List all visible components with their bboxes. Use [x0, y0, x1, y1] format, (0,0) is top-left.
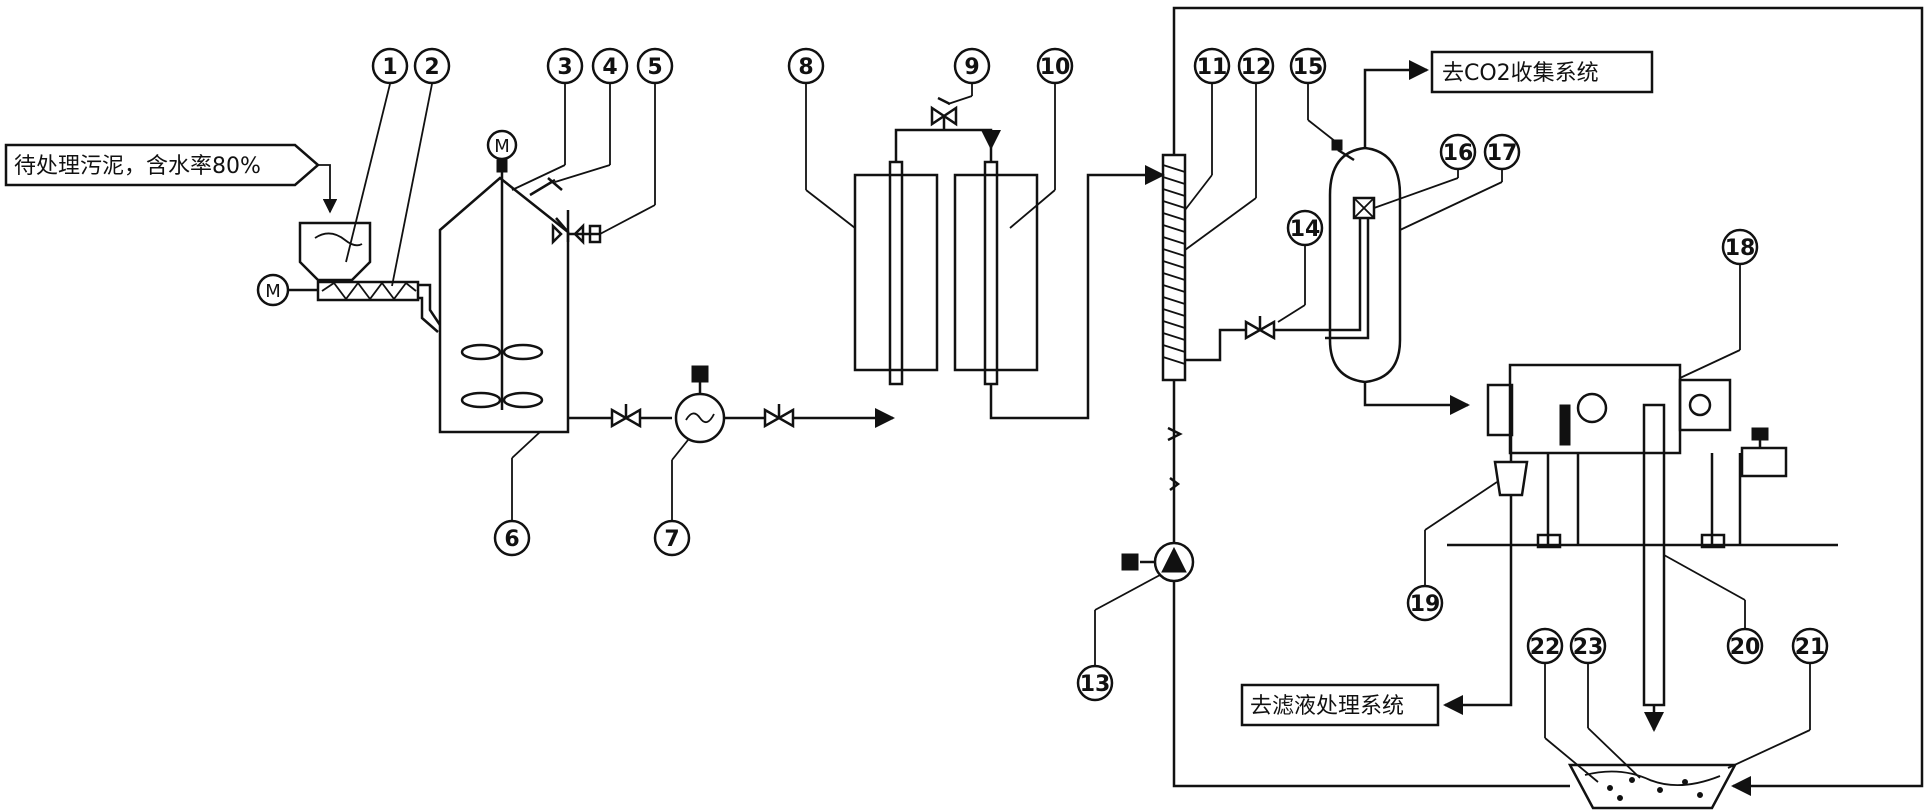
input-sludge-label-box: 待处理污泥，含水率80%	[4, 143, 320, 187]
svg-text:18: 18	[1725, 236, 1756, 261]
svg-text:16: 16	[1443, 141, 1474, 166]
svg-text:20: 20	[1730, 635, 1761, 660]
balloon-1: 1	[345, 47, 409, 263]
balloon-3: 3	[511, 47, 584, 191]
agitator-motor-label: M	[494, 136, 510, 157]
svg-text:4: 4	[602, 55, 617, 80]
svg-text:17: 17	[1487, 141, 1518, 166]
co2-label-box: 去CO2收集系统	[1430, 50, 1654, 94]
balloon-21: 21	[1727, 627, 1829, 769]
svg-text:11: 11	[1197, 55, 1228, 80]
balloon-13: 13	[1076, 574, 1161, 702]
balloon-6: 6	[493, 431, 541, 557]
heat-exchanger	[674, 365, 726, 444]
balloon-2: 2	[391, 47, 451, 287]
balloon-19: 19	[1406, 481, 1498, 622]
svg-text:7: 7	[664, 527, 679, 552]
svg-text:8: 8	[798, 55, 813, 80]
svg-text:15: 15	[1293, 55, 1324, 80]
separator-top-valve	[1331, 139, 1355, 162]
balloon-8: 8	[787, 47, 856, 229]
balloon-5: 5	[599, 47, 674, 235]
svg-text:1: 1	[382, 55, 397, 80]
balloon-20: 20	[1663, 554, 1764, 665]
co2-label: 去CO2收集系统	[1442, 61, 1599, 86]
input-sludge-label: 待处理污泥，含水率80%	[14, 154, 261, 179]
balloon-9: 9	[947, 47, 991, 105]
separator-inlet-valve	[1244, 316, 1276, 341]
distillation-column	[1161, 153, 1187, 382]
tubular-reactor-8	[853, 148, 939, 386]
filtrate-label-box: 去滤液处理系统	[1240, 683, 1440, 727]
svg-text:19: 19	[1410, 592, 1441, 617]
svg-text:22: 22	[1530, 635, 1561, 660]
balloon-4: 4	[554, 47, 629, 183]
balloon-17: 17	[1399, 133, 1521, 231]
tubular-reactor-10	[953, 148, 1039, 386]
filter-press	[1486, 363, 1788, 549]
svg-text:12: 12	[1241, 55, 1272, 80]
valve-b	[763, 404, 795, 429]
valve-a	[610, 404, 642, 429]
svg-text:6: 6	[504, 527, 519, 552]
filtrate-label: 去滤液处理系统	[1250, 694, 1404, 719]
balloon-23: 23	[1569, 627, 1641, 779]
balloon-22: 22	[1526, 627, 1599, 783]
balloon-10: 10	[1009, 47, 1074, 229]
feeder-motor: M	[256, 273, 318, 307]
screw-feeder	[316, 280, 442, 333]
reactor-nozzle	[529, 177, 563, 197]
balloon-14: 14	[1277, 209, 1324, 323]
reactor-vessel	[438, 176, 570, 434]
svg-text:9: 9	[964, 55, 979, 80]
collection-tank	[1567, 763, 1738, 810]
svg-text:14: 14	[1290, 217, 1321, 242]
filtrate-collector	[1493, 435, 1529, 497]
svg-text:5: 5	[647, 55, 662, 80]
balloon-18: 18	[1679, 228, 1759, 379]
balloon-16: 16	[1373, 133, 1477, 209]
circulation-pump	[1121, 541, 1195, 583]
balloon-7: 7	[653, 439, 691, 557]
svg-text:2: 2	[424, 55, 439, 80]
gas-liquid-separator	[1325, 130, 1402, 398]
svg-text:13: 13	[1080, 672, 1111, 697]
hopper	[298, 221, 372, 282]
input-arrow	[318, 164, 338, 214]
balloon-15: 15	[1289, 47, 1337, 143]
connecting-valve	[930, 96, 958, 130]
feeder-motor-label: M	[265, 281, 281, 302]
svg-text:3: 3	[557, 55, 572, 80]
svg-text:10: 10	[1040, 55, 1071, 80]
agitator: M	[460, 129, 544, 410]
svg-text:23: 23	[1573, 635, 1604, 660]
balloon-11: 11	[1184, 47, 1231, 211]
svg-text:21: 21	[1795, 635, 1826, 660]
balloon-12: 12	[1184, 47, 1275, 251]
